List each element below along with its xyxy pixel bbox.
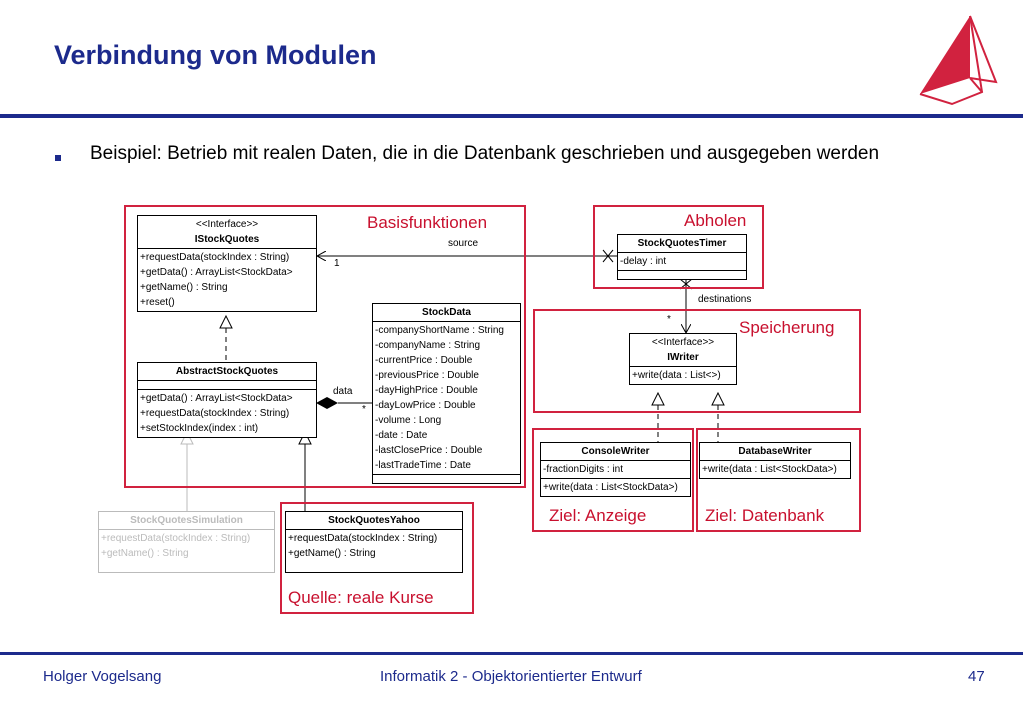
footer-page-number: 47 xyxy=(968,668,985,685)
class-name: StockData xyxy=(422,307,471,318)
class-name: AbstractStockQuotes xyxy=(175,366,279,377)
class-method: +write(data : List<StockData>) xyxy=(543,482,678,493)
class-name: IStockQuotes xyxy=(194,234,260,245)
class-attribute: -companyShortName : String xyxy=(375,325,504,336)
label-speicherung: Speicherung xyxy=(739,318,835,337)
class-method: +requestData(stockIndex : String) xyxy=(101,533,251,544)
class-method: +requestData(stockIndex : String) xyxy=(140,252,290,263)
slide-title: Verbindung von Modulen xyxy=(54,40,377,70)
class-stockquotessimulation[interactable]: StockQuotesSimulation +requestData(stock… xyxy=(98,511,275,573)
class-method: +getData() : ArrayList<StockData> xyxy=(140,393,293,404)
class-attribute: -delay : int xyxy=(620,256,667,267)
footer-rule xyxy=(0,652,1023,655)
label-basisfunktionen: Basisfunktionen xyxy=(367,213,488,232)
class-attribute: -date : Date xyxy=(375,430,428,441)
class-method: +write(data : List<StockData>) xyxy=(702,464,837,475)
class-abstractstockquotes[interactable]: AbstractStockQuotes +getData() : ArrayLi… xyxy=(137,362,317,438)
class-method: +requestData(stockIndex : String) xyxy=(288,533,438,544)
class-attribute: -currentPrice : Double xyxy=(375,355,473,366)
highlight-abholen xyxy=(593,205,764,289)
class-name: StockQuotesTimer xyxy=(637,238,727,249)
class-method: +requestData(stockIndex : String) xyxy=(140,408,290,419)
class-attribute: -lastClosePrice : Double xyxy=(375,445,483,456)
source-label: source xyxy=(448,238,479,249)
source-multiplicity: 1 xyxy=(334,258,340,269)
class-method: +getName() : String xyxy=(101,548,189,559)
data-label: data xyxy=(333,386,353,397)
highlight-datenbank xyxy=(696,428,861,532)
destinations-multiplicity: * xyxy=(667,314,671,325)
bullet-text: Beispiel: Betrieb mit realen Daten, die … xyxy=(90,143,880,164)
label-abholen: Abholen xyxy=(684,211,747,230)
label-ziel-datenbank: Ziel: Datenbank xyxy=(705,506,825,525)
class-iwriter[interactable]: <<Interface>> IWriter +write(data : List<… xyxy=(629,333,737,385)
class-method: +reset() xyxy=(140,297,175,308)
class-attribute: -lastTradeTime : Date xyxy=(375,460,471,471)
highlight-quelle xyxy=(280,502,474,614)
footer-author: Holger Vogelsang xyxy=(43,668,162,685)
class-stereotype: <<Interface>> xyxy=(651,337,715,348)
class-istockquotes[interactable]: <<Interface>> IStockQuotes +requestData(s… xyxy=(137,215,317,312)
class-attribute: -dayHighPrice : Double xyxy=(375,385,478,396)
class-name: StockQuotesSimulation xyxy=(130,515,243,526)
class-method: +getName() : String xyxy=(288,548,376,559)
class-attribute: -dayLowPrice : Double xyxy=(375,400,476,411)
footer-course: Informatik 2 - Objektorientierter Entwur… xyxy=(380,668,642,685)
highlight-basisfunktionen xyxy=(124,205,526,488)
highlight-speicherung xyxy=(533,309,861,413)
class-name: DatabaseWriter xyxy=(738,446,812,457)
class-name: StockQuotesYahoo xyxy=(328,515,420,526)
class-method: +write(data : List<>) xyxy=(632,370,721,381)
class-method: +setStockIndex(index : int) xyxy=(140,423,259,434)
class-consolewriter[interactable]: ConsoleWriter -fractionDigits : int +wri… xyxy=(540,442,691,497)
class-attribute: -companyName : String xyxy=(375,340,481,351)
class-attribute: -volume : Long xyxy=(375,415,442,426)
class-stereotype: <<Interface>> xyxy=(195,219,259,230)
destinations-label: destinations xyxy=(698,294,752,305)
label-ziel-anzeige: Ziel: Anzeige xyxy=(549,506,647,525)
class-name: IWriter xyxy=(667,352,699,363)
data-multiplicity: * xyxy=(362,404,366,415)
label-quelle: Quelle: reale Kurse xyxy=(288,588,434,607)
header-rule xyxy=(0,114,1023,118)
class-stockquotestimer[interactable]: StockQuotesTimer -delay : int xyxy=(617,234,747,280)
class-databasewriter[interactable]: DatabaseWriter +write(data : List<StockD… xyxy=(699,442,851,479)
class-stockdata[interactable]: StockData -companyShortName : String -co… xyxy=(372,303,521,484)
bullet-marker xyxy=(55,155,61,161)
class-attribute: -previousPrice : Double xyxy=(375,370,479,381)
class-name: ConsoleWriter xyxy=(581,446,650,457)
class-method: +getName() : String xyxy=(140,282,228,293)
logo-icon xyxy=(919,15,998,106)
highlight-anzeige xyxy=(532,428,694,532)
class-method: +getData() : ArrayList<StockData> xyxy=(140,267,293,278)
class-stockquotesyahoo[interactable]: StockQuotesYahoo +requestData(stockIndex… xyxy=(285,511,463,573)
class-attribute: -fractionDigits : int xyxy=(543,464,624,475)
